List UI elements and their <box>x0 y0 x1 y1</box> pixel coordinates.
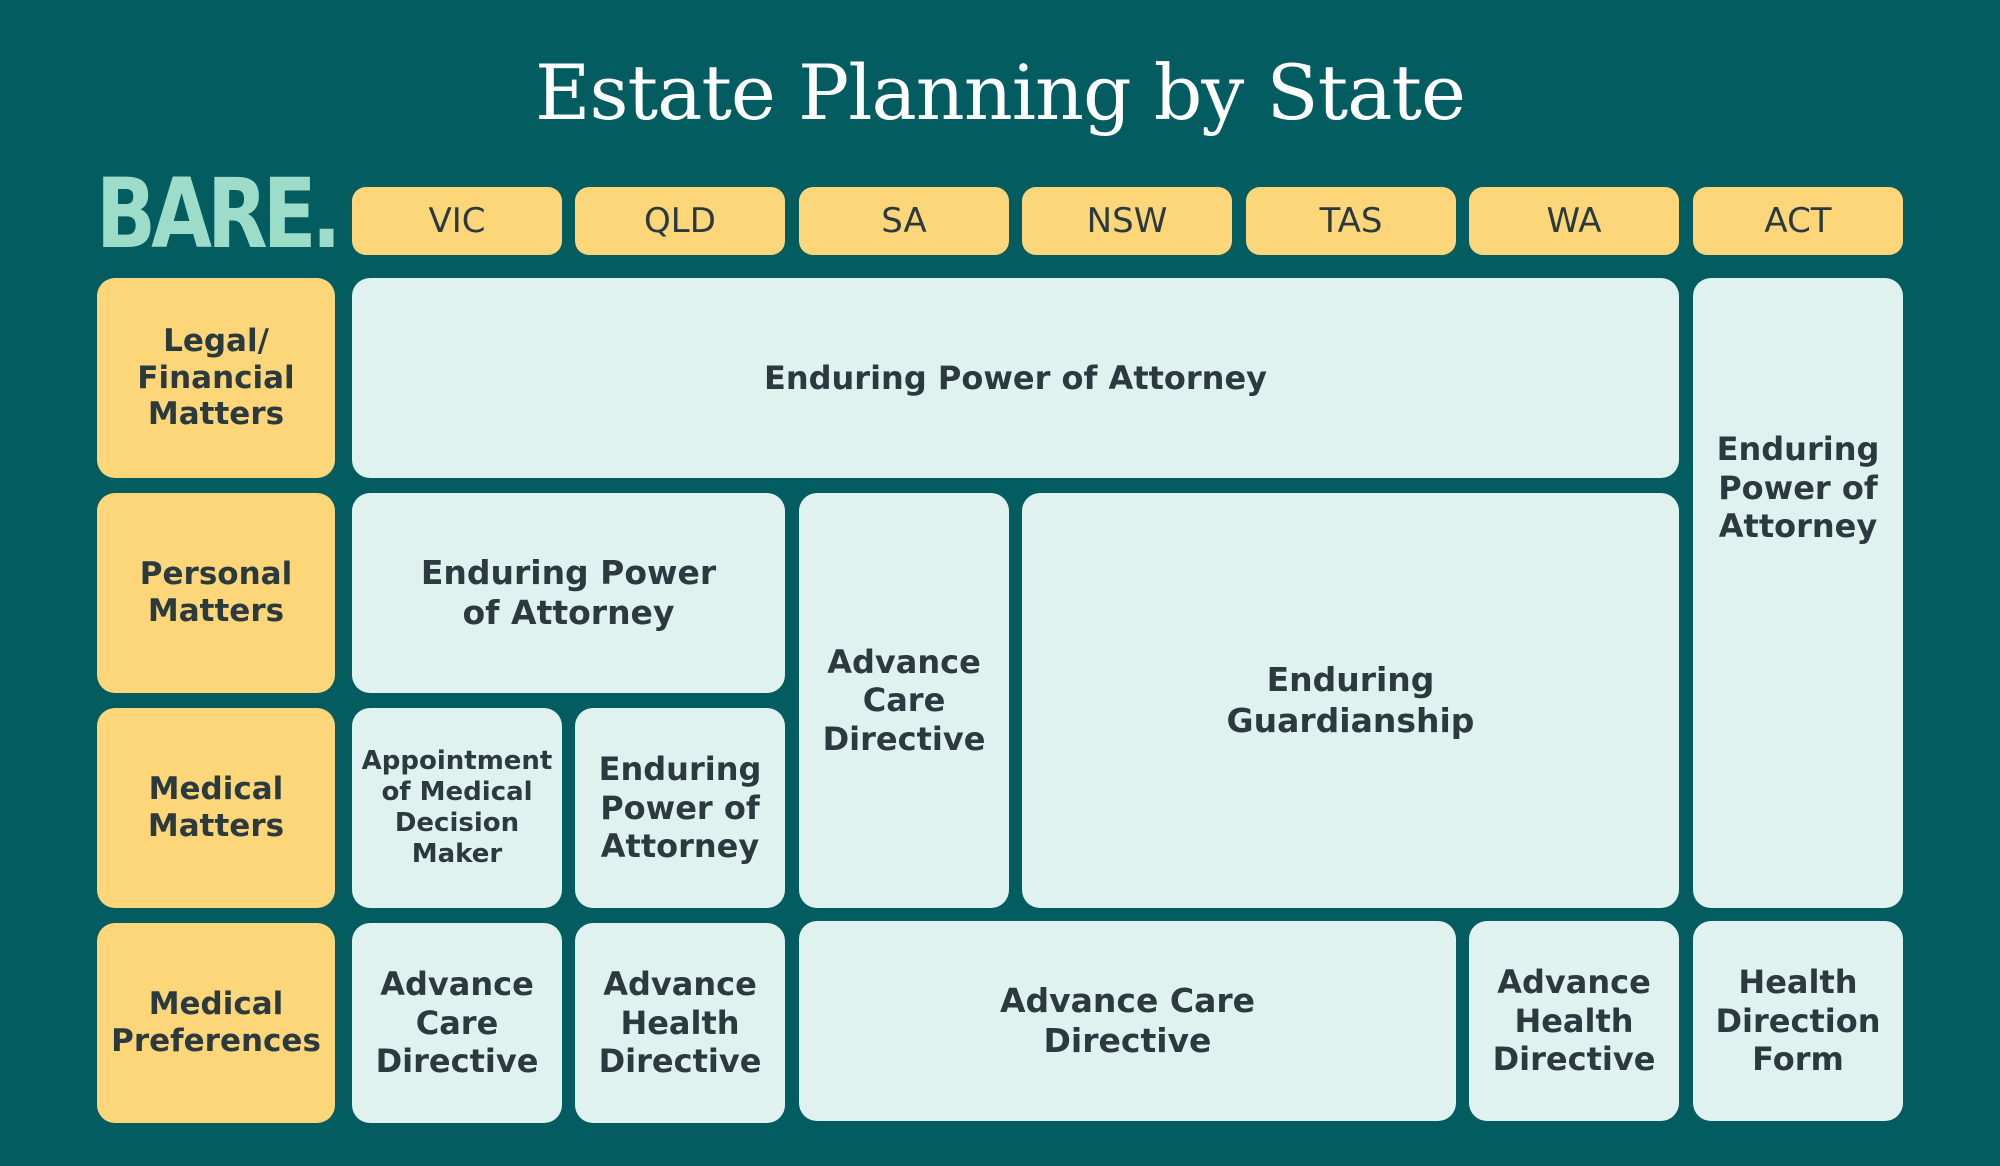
column-header-act: ACT <box>1693 187 1903 255</box>
doc-label: Enduring Power of Attorney <box>598 750 762 866</box>
doc-label: Advance Care Directive <box>999 980 1255 1060</box>
row-header-medical-preferences: Medical Preferences <box>97 923 335 1123</box>
doc-vic-appointment-medical-decision-maker: Appointment of Medical Decision Maker <box>352 708 562 908</box>
doc-label: Advance Health Directive <box>598 965 762 1081</box>
doc-legal-enduring-power-of-attorney: Enduring Power of Attorney <box>352 278 1679 478</box>
page-title: Estate Planning by State <box>535 48 1466 137</box>
doc-label: Appointment of Medical Decision Maker <box>361 745 553 870</box>
doc-enduring-guardianship: Enduring Guardianship <box>1022 493 1679 908</box>
row-header-legal-financial: Legal/ Financial Matters <box>97 278 335 478</box>
row-header-label: Medical Matters <box>147 771 285 844</box>
column-header-qld: QLD <box>575 187 785 255</box>
column-header-nsw: NSW <box>1022 187 1232 255</box>
doc-label: Enduring Guardianship <box>1226 660 1475 740</box>
doc-label: Advance Care Directive <box>822 642 986 758</box>
column-header-sa: SA <box>799 187 1009 255</box>
column-header-tas: TAS <box>1246 187 1456 255</box>
column-header-wa: WA <box>1469 187 1679 255</box>
doc-vic-advance-care-directive: Advance Care Directive <box>352 923 562 1123</box>
bare-logo: BARE. <box>96 158 342 270</box>
row-header-label: Legal/ Financial Matters <box>137 323 295 433</box>
row-header-personal: Personal Matters <box>97 493 335 693</box>
doc-qld-advance-health-directive: Advance Health Directive <box>575 923 785 1123</box>
column-header-vic: VIC <box>352 187 562 255</box>
doc-qld-enduring-power-of-attorney: Enduring Power of Attorney <box>575 708 785 908</box>
doc-label: Enduring Power of Attorney <box>1716 430 1880 546</box>
doc-act-enduring-power-of-attorney: Enduring Power of Attorney <box>1693 278 1903 908</box>
doc-label: Health Direction Form <box>1715 963 1881 1079</box>
doc-label: Enduring Power of Attorney <box>420 552 717 632</box>
row-header-medical-matters: Medical Matters <box>97 708 335 908</box>
doc-sa-advance-care-directive: Advance Care Directive <box>799 493 1009 908</box>
doc-wa-advance-health-directive: Advance Health Directive <box>1469 921 1679 1121</box>
doc-label: Enduring Power of Attorney <box>763 358 1268 397</box>
doc-advance-care-directive-shared: Advance Care Directive <box>799 921 1456 1121</box>
row-header-label: Personal Matters <box>139 556 293 629</box>
doc-act-health-direction-form: Health Direction Form <box>1693 921 1903 1121</box>
doc-personal-enduring-power-of-attorney: Enduring Power of Attorney <box>352 493 785 693</box>
row-header-label: Medical Preferences <box>111 986 321 1059</box>
doc-label: Advance Health Directive <box>1492 963 1656 1079</box>
doc-label: Advance Care Directive <box>375 965 539 1081</box>
